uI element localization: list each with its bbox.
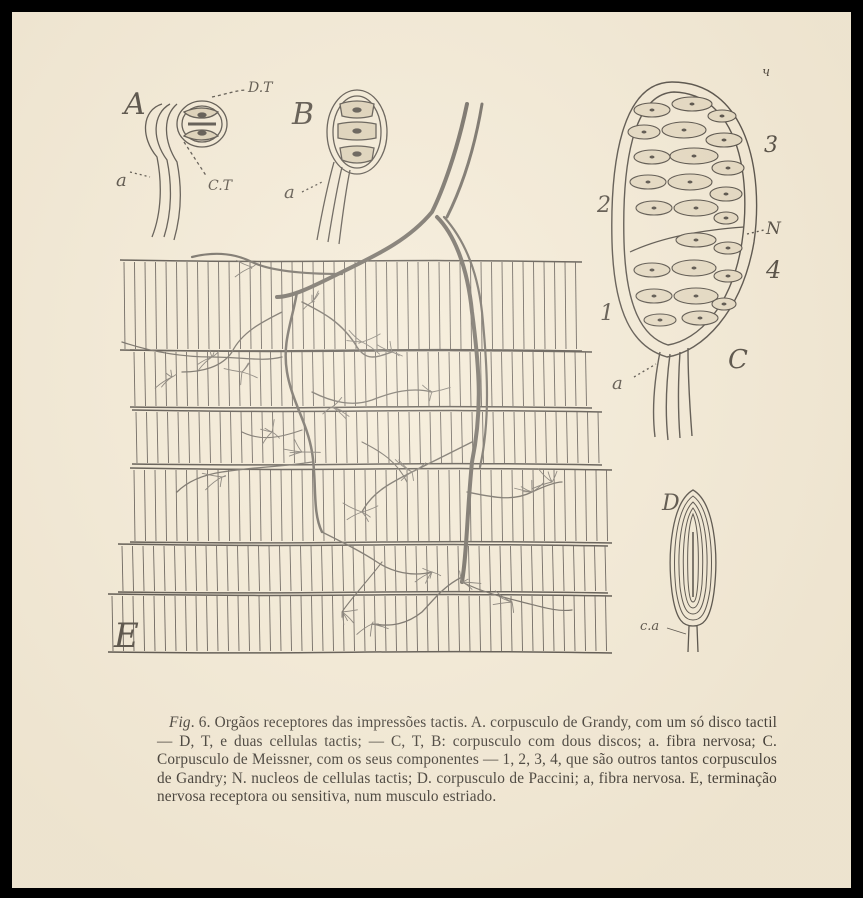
label-b: B	[291, 97, 314, 132]
book-page: E A D.T C.T a	[12, 12, 851, 888]
label-e: E	[113, 616, 139, 656]
grandy-corpuscle-a	[130, 90, 247, 240]
label-a: A	[121, 87, 146, 122]
label-num-3: 3	[764, 133, 778, 158]
label-fiber-a-3: a	[612, 373, 623, 394]
label-n: N	[765, 219, 782, 239]
caption-fig-label: Fig	[169, 714, 191, 731]
label-fiber-a-1: a	[116, 170, 127, 191]
label-dt: D.T	[247, 80, 274, 96]
label-ca: c.a	[640, 619, 659, 634]
label-num-1: 1	[600, 301, 614, 326]
muscle-panel-e: E	[108, 104, 612, 656]
label-ct: C.T	[208, 178, 234, 194]
label-num-4: 4	[765, 256, 781, 284]
tactile-receptors-illustration: E A D.T C.T a	[12, 12, 851, 712]
label-d: D	[661, 491, 680, 516]
corner-mark: ч	[762, 65, 770, 80]
figure-caption: Fig. 6. Orgãos receptores das impressões…	[157, 714, 777, 807]
double-disc-corpuscle-b	[302, 90, 387, 244]
label-fiber-a-2: a	[284, 182, 295, 203]
label-c: C	[728, 345, 748, 375]
caption-text: . 6. Orgãos receptores das impressões ta…	[157, 714, 777, 805]
label-num-2: 2	[596, 193, 611, 218]
meissner-corpuscle-c	[612, 82, 764, 440]
nerve-fibers	[122, 104, 572, 625]
